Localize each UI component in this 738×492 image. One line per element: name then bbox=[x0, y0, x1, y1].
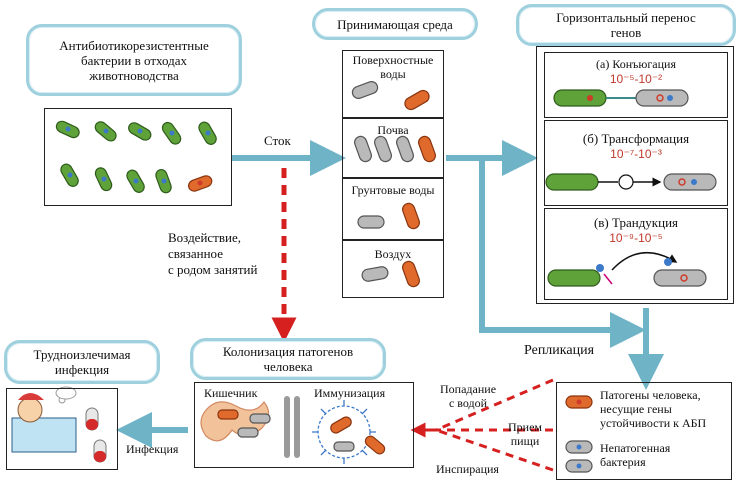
legend-nonpathogen-text: Непатогенная бактерия bbox=[600, 441, 670, 469]
patient-graphic bbox=[11, 386, 107, 463]
route-water-label: Попадание с водой bbox=[440, 382, 496, 410]
hard-infection-line2: инфекция bbox=[54, 362, 110, 377]
env-soil: Почва bbox=[342, 118, 444, 178]
transformation-label: (б) Трансформация bbox=[582, 131, 690, 146]
gut-label: Кишечник bbox=[204, 386, 258, 400]
env-air-label: Воздух bbox=[374, 247, 412, 261]
occupational-line2: связанное bbox=[168, 246, 223, 261]
route-food-line2: пищи bbox=[510, 434, 540, 448]
legend-box bbox=[556, 382, 732, 480]
source-title-bubble: Антибиотикорезистентные бактерии в отход… bbox=[26, 24, 242, 96]
immune-graphic bbox=[312, 400, 376, 464]
colonization-title: Колонизация патогенов человека bbox=[190, 338, 386, 380]
colonization-line1: Колонизация патогенов bbox=[222, 344, 354, 359]
legend-pathogen-text: Патогены человека, несущие гены устойчив… bbox=[600, 388, 706, 430]
hgt-transformation-cell: (б) Трансформация 10⁻⁷-10⁻³ bbox=[544, 120, 728, 206]
legend-pathogen-line1: Патогены человека, bbox=[600, 388, 701, 402]
source-bacteria-frame bbox=[44, 108, 232, 206]
environment-bacteria bbox=[351, 81, 436, 288]
env-soil-label: Почва bbox=[377, 123, 409, 137]
occupational-line1: Воздействие, bbox=[168, 230, 241, 245]
immunization-label: Иммунизация bbox=[314, 386, 386, 400]
legend-pathogen-line2: несущие гены bbox=[600, 402, 672, 416]
hard-infection-title: Трудноизлечимая инфекция bbox=[4, 340, 160, 384]
route-water-line1: Попадание bbox=[440, 382, 497, 396]
route-inhalation-label: Инспирация bbox=[436, 462, 499, 476]
route-food-line1: Прием bbox=[508, 420, 543, 434]
transformation-rate: 10⁻⁷-10⁻³ bbox=[610, 147, 662, 161]
legend-nonpathogen-line2: бактерия bbox=[600, 455, 646, 469]
patient-frame bbox=[6, 388, 118, 470]
infection-label: Инфекция bbox=[126, 442, 179, 456]
route-food-label: Прием пищи bbox=[508, 420, 542, 448]
env-surface-water-label: Поверхностные воды bbox=[352, 53, 434, 81]
legend-pathogen-line3: устойчивости к АБП bbox=[600, 416, 707, 430]
env-surface-water: Поверхностные воды bbox=[342, 50, 444, 118]
receiving-env-title: Принимающая среда bbox=[312, 8, 478, 40]
hgt-title-line2: генов bbox=[610, 25, 642, 40]
hgt-title: Горизонтальный перенос генов bbox=[516, 4, 736, 46]
source-title-line1: Антибиотикорезистентные bbox=[59, 37, 209, 53]
source-title-line2: бактерии в отходах bbox=[80, 52, 188, 68]
env-air: Воздух bbox=[342, 240, 444, 298]
transduction-label: (в) Трандукция bbox=[593, 215, 679, 230]
env-groundwater: Грунтовые воды bbox=[342, 178, 444, 240]
hgt-frame bbox=[536, 46, 734, 304]
hgt-conjugation-cell: (а) Конъюгация 10⁻⁵-10⁻² bbox=[544, 52, 728, 118]
source-bacteria bbox=[55, 120, 217, 194]
exposure-routes-arrows bbox=[410, 378, 554, 472]
replication-label: Репликация bbox=[524, 343, 595, 358]
host-panel bbox=[194, 382, 414, 468]
hgt-transduction-cell: (в) Трандукция 10⁻⁹-10⁻⁵ bbox=[544, 208, 728, 300]
runoff-label: Сток bbox=[264, 133, 291, 148]
occupational-line3: с родом занятий bbox=[168, 262, 258, 277]
gut-graphic bbox=[200, 401, 271, 442]
env-groundwater-label: Грунтовые воды bbox=[351, 183, 435, 197]
hgt-title-line1: Горизонтальный перенос bbox=[556, 10, 696, 25]
barrier-graphic bbox=[284, 396, 300, 458]
source-title-line3: животноводства bbox=[89, 67, 179, 83]
occupational-exposure-label: Воздействие, связанное с родом занятий bbox=[168, 230, 257, 278]
hgt-bacteria bbox=[545, 89, 717, 287]
colonization-line2: человека bbox=[263, 359, 313, 374]
conjugation-label: (а) Конъюгация bbox=[596, 57, 676, 71]
to-hgt-arrow bbox=[446, 140, 646, 348]
immune-bacteria bbox=[330, 416, 386, 455]
route-water-line2: с водой bbox=[448, 396, 488, 410]
transduction-rate: 10⁻⁹-10⁻⁵ bbox=[609, 231, 663, 245]
legend-bacteria bbox=[565, 395, 593, 473]
hard-infection-line1: Трудноизлечимая bbox=[33, 347, 131, 362]
conjugation-rate: 10⁻⁵-10⁻² bbox=[609, 72, 663, 86]
receiving-env-title-text: Принимающая среда bbox=[337, 16, 453, 32]
legend-nonpathogen-line1: Непатогенная bbox=[600, 441, 671, 455]
